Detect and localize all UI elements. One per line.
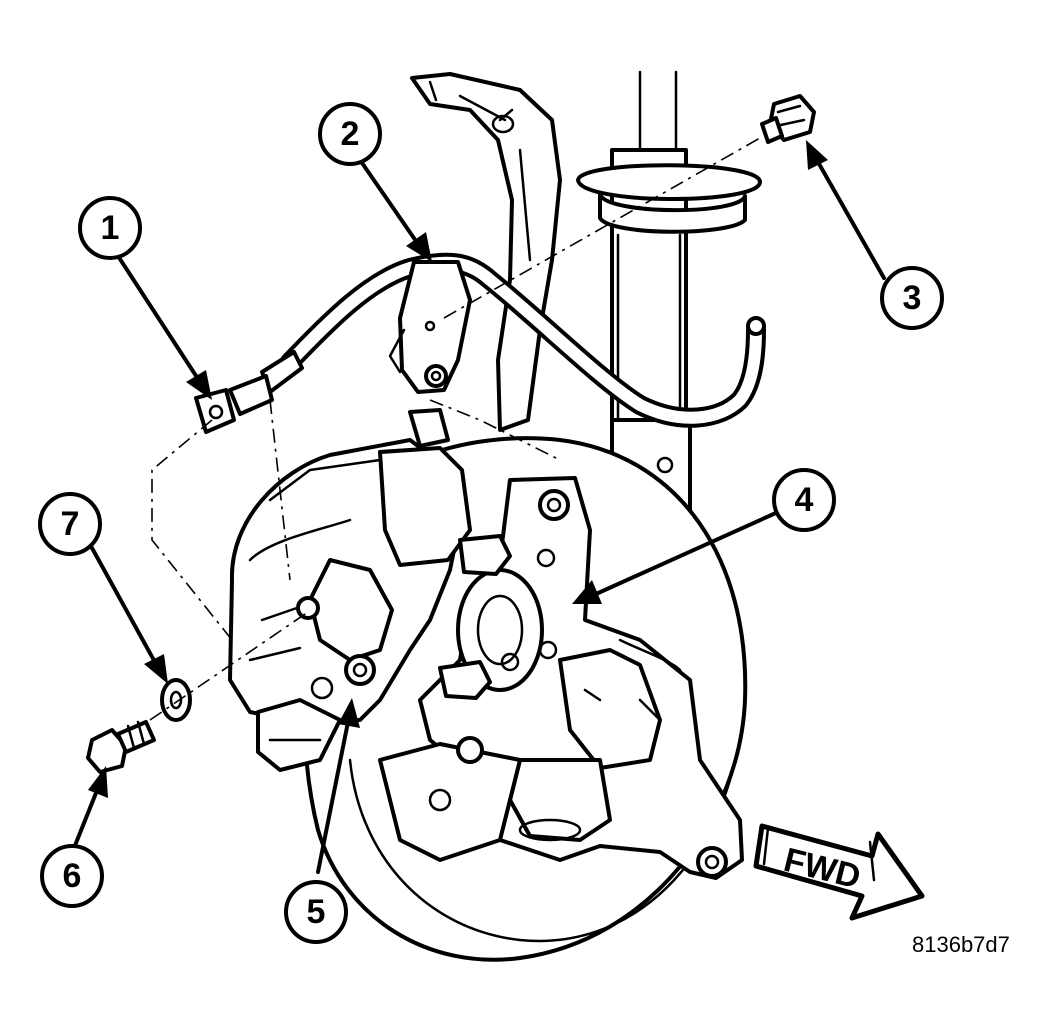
fwd-direction-arrow: FWD [753, 823, 925, 921]
callout-7-label: 7 [61, 505, 80, 543]
hose-bracket-bolt [760, 94, 816, 144]
callout-6: 6 [40, 844, 104, 908]
caliper-banjo-bolt [86, 720, 156, 774]
callout-3: 3 [880, 266, 944, 330]
callout-1: 1 [78, 196, 142, 260]
callout-7: 7 [38, 492, 102, 556]
callout-5-label: 5 [307, 893, 326, 931]
figure-code: 8136b7d7 [912, 932, 1010, 957]
callout-4: 4 [772, 468, 836, 532]
callout-4-label: 4 [795, 481, 814, 519]
callout-5: 5 [284, 880, 348, 944]
hub-lower-mount [378, 736, 522, 862]
callout-1-label: 1 [101, 209, 120, 247]
callout-6-label: 6 [63, 857, 82, 895]
leader-arrows [72, 140, 886, 874]
upper-link-arm [410, 72, 562, 432]
callout-3-label: 3 [903, 279, 922, 317]
brake-hose [194, 252, 766, 434]
assembly-centerlines [149, 137, 761, 721]
callout-2-label: 2 [341, 115, 360, 153]
callout-2: 2 [318, 102, 382, 166]
brake-caliper [228, 408, 512, 772]
sealing-washer [160, 678, 192, 722]
